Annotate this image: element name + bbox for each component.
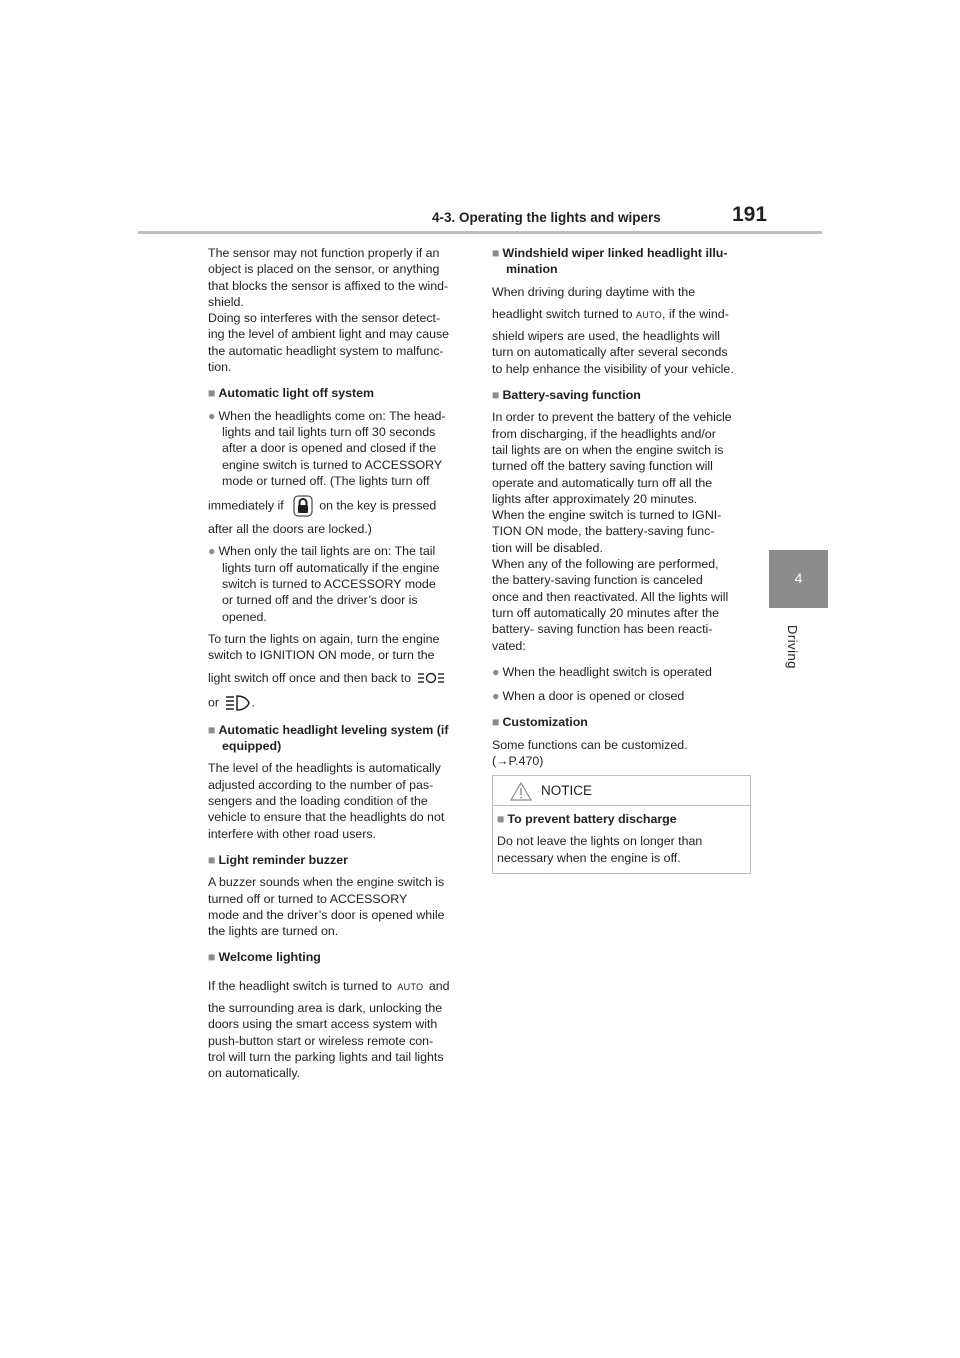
circle-bullet-icon: ● — [492, 664, 500, 679]
notice-heading: ■To prevent battery discharge — [497, 812, 677, 826]
notice-header: NOTICE — [493, 776, 750, 806]
header-rule — [138, 231, 822, 234]
square-bullet-icon: ■ — [208, 852, 216, 867]
bullet-headlights-on: ●When the headlights come on: The head- … — [208, 408, 446, 537]
square-bullet-icon: ■ — [208, 386, 216, 401]
wiper-paragraph: When driving during daytime with the hea… — [492, 284, 734, 376]
bullet-door-opened: ●When a door is opened or closed — [492, 689, 685, 704]
welcome-paragraph: If the headlight switch is turned to AUT… — [208, 978, 450, 1081]
auto-icon: AUTO — [397, 981, 424, 992]
page-reference-link[interactable]: (→P.470) — [492, 754, 544, 769]
heading-wiper: ■Windshield wiper linked headlight illu-… — [492, 246, 728, 277]
chapter-label: Driving — [785, 625, 800, 669]
notice-body: ■To prevent battery discharge Do not lea… — [493, 806, 750, 866]
leveling-paragraph: The level of the headlights is automatic… — [208, 761, 445, 841]
warning-triangle-icon — [510, 782, 532, 801]
chapter-tab: 4 — [769, 550, 828, 608]
notice-title: NOTICE — [541, 783, 593, 798]
customization-paragraph: Some functions can be customized. (→P.47… — [492, 737, 688, 769]
square-bullet-icon: ■ — [492, 715, 500, 730]
chapter-number: 4 — [794, 570, 803, 586]
bullet-headlight-operated: ●When the headlight switch is operated — [492, 664, 712, 679]
square-bullet-icon: ■ — [208, 722, 216, 737]
tail-light-icon — [418, 673, 445, 684]
square-bullet-icon: ■ — [208, 950, 216, 965]
heading-leveling: ■Automatic headlight leveling system (if… — [208, 722, 449, 754]
notice-box: NOTICE ■To prevent battery discharge Do … — [492, 775, 751, 874]
right-column: ■Windshield wiper linked headlight illu-… — [492, 245, 754, 775]
circle-bullet-icon: ● — [208, 408, 216, 423]
section-title: 4-3. Operating the lights and wipers — [432, 210, 661, 225]
square-bullet-icon: ■ — [492, 246, 500, 260]
notice-paragraph: Do not leave the lights on longer than n… — [497, 834, 703, 865]
heading-battery: ■Battery-saving function — [492, 388, 641, 403]
bullet-tail-lights-on: ●When only the tail lights are on: The t… — [208, 544, 440, 624]
heading-auto-off: ■Automatic light off system — [208, 386, 375, 401]
intro-paragraph: The sensor may not function properly if … — [208, 246, 450, 375]
circle-bullet-icon: ● — [208, 544, 216, 559]
heading-welcome: ■Welcome lighting — [208, 950, 321, 965]
lock-icon — [293, 495, 313, 517]
circle-bullet-icon: ● — [492, 689, 500, 704]
heading-reminder: ■Light reminder buzzer — [208, 852, 348, 867]
left-column: The sensor may not function properly if … — [208, 245, 470, 1087]
headlight-icon — [226, 695, 251, 711]
auto-icon: AUTO — [635, 309, 663, 320]
turn-on-again-paragraph: To turn the lights on again, turn the en… — [208, 631, 470, 712]
square-bullet-icon: ■ — [497, 812, 505, 826]
heading-customization: ■Customization — [492, 715, 588, 730]
reminder-paragraph: A buzzer sounds when the engine switch i… — [208, 875, 445, 939]
page-number: 191 — [732, 203, 768, 226]
square-bullet-icon: ■ — [492, 388, 500, 403]
battery-paragraph: In order to prevent the battery of the v… — [492, 410, 732, 653]
